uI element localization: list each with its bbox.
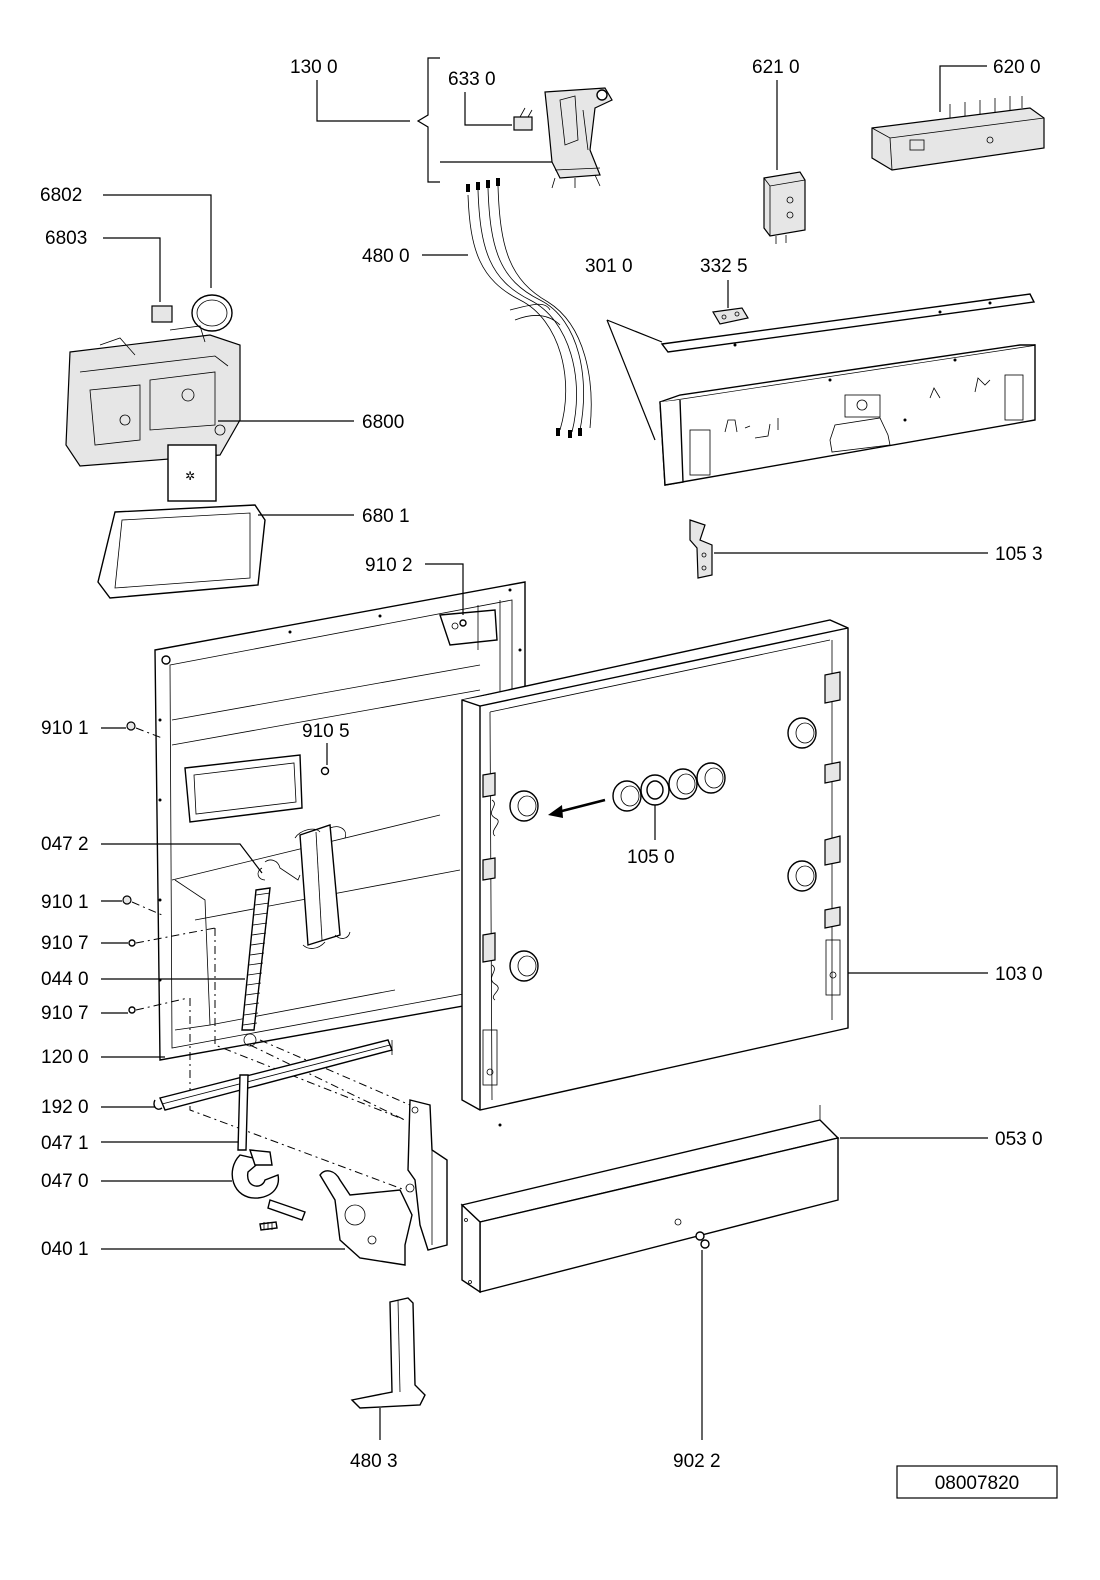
part-1050-group: 105 0: [548, 762, 726, 868]
label-0470: 047 0: [41, 1171, 89, 1192]
reference-number: 08007820: [935, 1473, 1020, 1494]
label-9107a: 910 7: [41, 933, 89, 954]
detergent-dispenser-6800: ✲: [65, 325, 241, 502]
label-9101a: 910 1: [41, 718, 89, 739]
screw-9101a: [126, 721, 136, 731]
svg-text:✲: ✲: [185, 469, 195, 483]
part-9101a-group: 910 1: [41, 718, 163, 739]
part-3010-group: 301 0: [585, 256, 1036, 486]
bracket-4803: [350, 1297, 426, 1409]
dispenser-seal-6801: [97, 504, 266, 599]
part-6200-group: 620 0: [871, 57, 1045, 171]
part-1053-group: 105 3: [689, 519, 1043, 579]
part-6210-group: 621 0: [752, 57, 806, 244]
door-spring-0440: [241, 859, 301, 1047]
hinge-clamp-0470: [231, 1149, 306, 1231]
part-0440-group: 044 0: [41, 859, 301, 1047]
hinge-assembly-0401: [319, 1099, 448, 1266]
part-0470-group: 047 0: [41, 1149, 306, 1231]
part-6801-group: 680 1: [97, 504, 410, 599]
assembly-lines: [189, 928, 411, 1191]
label-0471: 047 1: [41, 1133, 89, 1154]
part-1030-group: 103 0: [848, 964, 1043, 985]
label-9022: 902 2: [673, 1451, 721, 1472]
part-9107b-group: 910 7: [41, 997, 189, 1024]
label-0530: 053 0: [995, 1129, 1043, 1150]
console-panel-3010: [659, 344, 1036, 486]
label-4800: 480 0: [362, 246, 410, 267]
gasket-ring-6802: [191, 294, 233, 332]
part-1200-group: 120 0: [41, 1047, 165, 1068]
screw-9107a: [128, 939, 136, 947]
label-3010: 301 0: [585, 256, 633, 277]
label-6210: 621 0: [752, 57, 800, 78]
hinge-bracket-1053: [689, 519, 713, 579]
micro-switch-part: [513, 107, 533, 131]
kick-plate-0530: [460, 1105, 840, 1294]
label-4803: 480 3: [350, 1451, 398, 1472]
part-9102-group: 910 2: [365, 555, 467, 627]
console-strip-3010: [660, 293, 1036, 353]
part-0471-group: 047 1: [41, 1074, 249, 1154]
label-9101b: 910 1: [41, 892, 89, 913]
part-9101b-group: 910 1: [41, 892, 163, 916]
clip-6803: [151, 305, 173, 323]
part-0472-group: 047 2: [41, 834, 263, 874]
outer-door-1030: [461, 619, 849, 1127]
part-9107a-group: 910 7: [41, 927, 216, 954]
part-9105-group: 910 5: [302, 721, 350, 776]
part-6800-group: ✲ 6800: [65, 325, 404, 502]
rod-0471: [237, 1074, 249, 1151]
label-1300: 130 0: [290, 57, 338, 78]
label-9107b: 910 7: [41, 1003, 89, 1024]
label-9102: 910 2: [365, 555, 413, 576]
label-1050: 105 0: [627, 847, 675, 868]
label-6803: 6803: [45, 228, 87, 249]
door-lock-part: [544, 87, 613, 189]
screw-9101b: [122, 895, 132, 905]
part-1300-group: 130 0 633 0: [290, 57, 613, 189]
part-4803-group: 480 3: [350, 1297, 426, 1472]
part-0401-group: 040 1: [41, 1099, 448, 1266]
screw-9022: [695, 1231, 710, 1249]
label-0440: 044 0: [41, 969, 89, 990]
label-6800: 6800: [362, 412, 404, 433]
control-module-6210: [763, 171, 806, 244]
control-board-6200: [871, 96, 1045, 171]
part-6802-group: 6802: [40, 185, 233, 332]
part-6803-group: 6803: [45, 228, 173, 323]
label-9105: 910 5: [302, 721, 350, 742]
part-3325-group: 332 5: [700, 256, 749, 325]
bumper-set-1050: [612, 762, 726, 812]
screw-9102: [459, 619, 467, 627]
label-3325: 332 5: [700, 256, 748, 277]
label-6801: 680 1: [362, 506, 410, 527]
label-6200: 620 0: [993, 57, 1041, 78]
label-1030: 103 0: [995, 964, 1043, 985]
screw-9107b: [128, 1006, 136, 1014]
seal-strip-1920: [153, 1039, 393, 1111]
part-1920-group: 192 0: [41, 1039, 393, 1118]
label-0401: 040 1: [41, 1239, 89, 1260]
part-0530-group: 053 0: [460, 1105, 1043, 1294]
bracket-3325: [712, 307, 749, 325]
reference-number-box: 08007820: [896, 1465, 1058, 1499]
label-1053: 105 3: [995, 544, 1043, 565]
label-0472: 047 2: [41, 834, 89, 855]
label-6330: 633 0: [448, 69, 496, 90]
label-1200: 120 0: [41, 1047, 89, 1068]
label-1920: 192 0: [41, 1097, 89, 1118]
part-9022-group: 902 2: [673, 1231, 721, 1472]
wiring-harness-4800: [466, 178, 592, 438]
door-bumpers: [509, 717, 817, 982]
part-4800-group: 480 0: [362, 178, 592, 438]
label-6802: 6802: [40, 185, 82, 206]
screw-9105: [320, 766, 330, 776]
